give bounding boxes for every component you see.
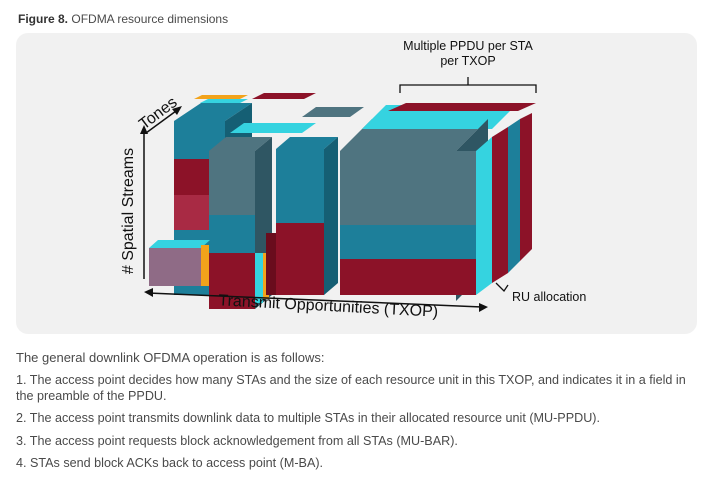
figure-number: Figure 8. (18, 12, 69, 26)
figure-caption: Figure 8. OFDMA resource dimensions (18, 12, 228, 26)
txop-label: Transmit Opportunities (TXOP) (218, 292, 438, 320)
ru-allocation-label: RU allocation (512, 290, 586, 304)
tones-label: Tones (136, 94, 180, 133)
axes (140, 77, 537, 312)
ofdma-diagram: Multiple PPDU per STA per TXOP Tones # S… (120, 39, 586, 321)
resource-block-back (194, 93, 364, 133)
resource-block-2 (209, 137, 272, 309)
spatial-streams-label: # Spatial Streams (120, 148, 137, 274)
step-item: 4. STAs send block ACKs back to access p… (16, 456, 324, 470)
step-item: 3. The access point requests block ackno… (16, 433, 458, 448)
step-item: 2. The access point transmits downlink d… (16, 411, 600, 425)
steps-list: 1. The access point decides how many STA… (16, 373, 696, 479)
resource-block-3 (266, 137, 338, 295)
step-item: 1. The access point decides how many STA… (16, 373, 686, 403)
resource-block-5 (149, 240, 210, 286)
intro-text: The general downlink OFDMA operation is … (16, 350, 325, 365)
figure-title: OFDMA resource dimensions (71, 12, 229, 26)
ppdu-label-line1: Multiple PPDU per STA (403, 39, 533, 53)
ppdu-label-line2: per TXOP (440, 54, 495, 68)
figure-panel: Multiple PPDU per STA per TXOP Tones # S… (16, 33, 697, 334)
resource-block-4 (340, 103, 536, 301)
